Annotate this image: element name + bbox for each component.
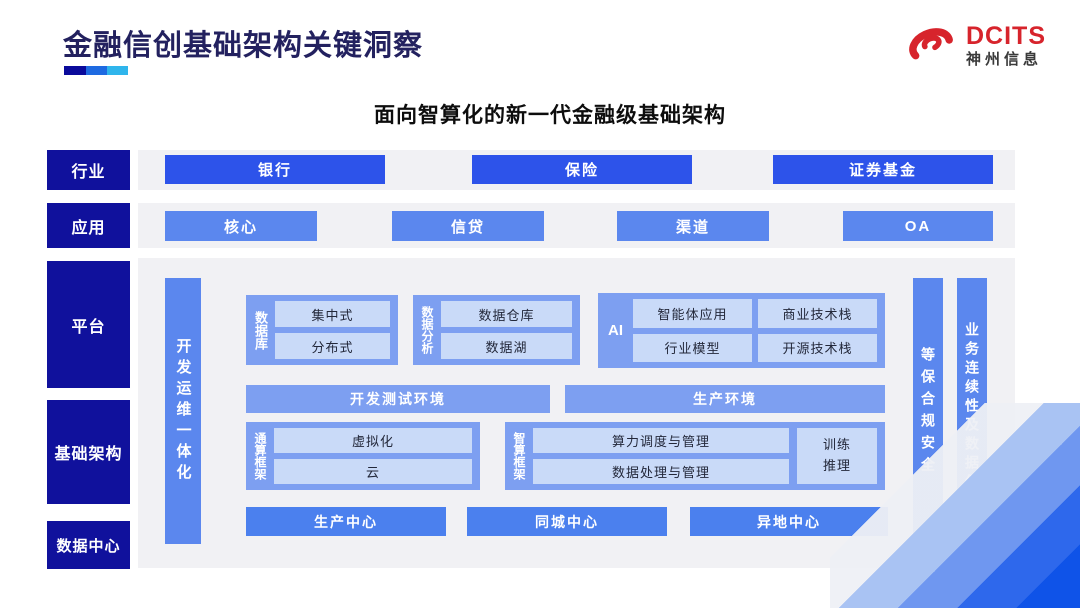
- app-credit: 信贷: [392, 211, 544, 241]
- chip-distributed: 分布式: [275, 333, 390, 359]
- database-group: 数据库 集中式 分布式: [246, 295, 398, 365]
- ai-group-label: AI: [608, 322, 623, 339]
- ai-items: 智能体应用 商业技术栈 行业模型 开源技术栈: [633, 299, 877, 362]
- database-group-label: 数据库: [253, 310, 268, 350]
- corner-stripes-decoration: [830, 403, 1080, 608]
- chip-commercial-stack: 商业技术栈: [758, 299, 877, 328]
- chip-data-management: 数据处理与管理: [533, 459, 789, 484]
- analytics-group: 数据分析 数据仓库 数据湖: [413, 295, 580, 365]
- logo-text: DCITS 神州信息: [966, 21, 1046, 69]
- chip-virtualization: 虚拟化: [274, 428, 472, 453]
- dcits-swirl-icon: [903, 18, 959, 73]
- chip-opensource-stack: 开源技术栈: [758, 333, 877, 362]
- app-channel: 渠道: [617, 211, 769, 241]
- ai-group: AI 智能体应用 商业技术栈 行业模型 开源技术栈: [598, 293, 885, 368]
- chip-agent-app: 智能体应用: [633, 299, 752, 328]
- env-devtest: 开发测试环境: [246, 385, 550, 413]
- general-compute-items: 虚拟化 云: [274, 428, 472, 484]
- industry-insurance: 保险: [472, 155, 692, 184]
- analytics-items: 数据仓库 数据湖: [441, 301, 572, 359]
- logo-company-name: 神州信息: [966, 51, 1043, 68]
- chip-industry-model: 行业模型: [633, 333, 752, 362]
- row-label-industry: 行业: [47, 150, 130, 190]
- row-label-platform: 平台: [47, 261, 130, 388]
- general-compute-group: 通算框架 虚拟化 云: [246, 422, 480, 490]
- chip-centralized: 集中式: [275, 301, 390, 327]
- chip-cloud: 云: [274, 459, 472, 484]
- devops-bar: 开发运维一体化: [165, 278, 201, 544]
- general-compute-label: 通算框架: [253, 432, 267, 480]
- chip-data-lake: 数据湖: [441, 333, 572, 359]
- row-label-infrastructure: 基础架构: [47, 400, 130, 504]
- chip-data-warehouse: 数据仓库: [441, 301, 572, 327]
- intelligent-compute-label: 智算框架: [512, 432, 526, 480]
- analytics-group-label: 数据分析: [420, 306, 434, 354]
- row-label-datacenter: 数据中心: [47, 521, 130, 569]
- database-items: 集中式 分布式: [275, 301, 390, 359]
- dc-production: 生产中心: [246, 507, 446, 536]
- intelligent-compute-group: 智算框架 算力调度与管理 数据处理与管理 训练推理: [505, 422, 885, 490]
- intelligent-compute-items: 算力调度与管理 数据处理与管理: [533, 428, 789, 484]
- row-label-application: 应用: [47, 203, 130, 248]
- app-oa: OA: [843, 211, 993, 241]
- industry-bank: 银行: [165, 155, 385, 184]
- diagram-title: 面向智算化的新一代金融级基础架构: [374, 104, 726, 127]
- logo-brand: DCITS: [966, 21, 1046, 50]
- chip-compute-scheduling: 算力调度与管理: [533, 428, 789, 453]
- app-core: 核心: [165, 211, 317, 241]
- industry-securities: 证券基金: [773, 155, 993, 184]
- page-title: 金融信创基础架构关键洞察: [63, 30, 424, 62]
- title-underline: [64, 66, 128, 75]
- company-logo: DCITS 神州信息: [903, 18, 1046, 73]
- dc-samecity: 同城中心: [467, 507, 667, 536]
